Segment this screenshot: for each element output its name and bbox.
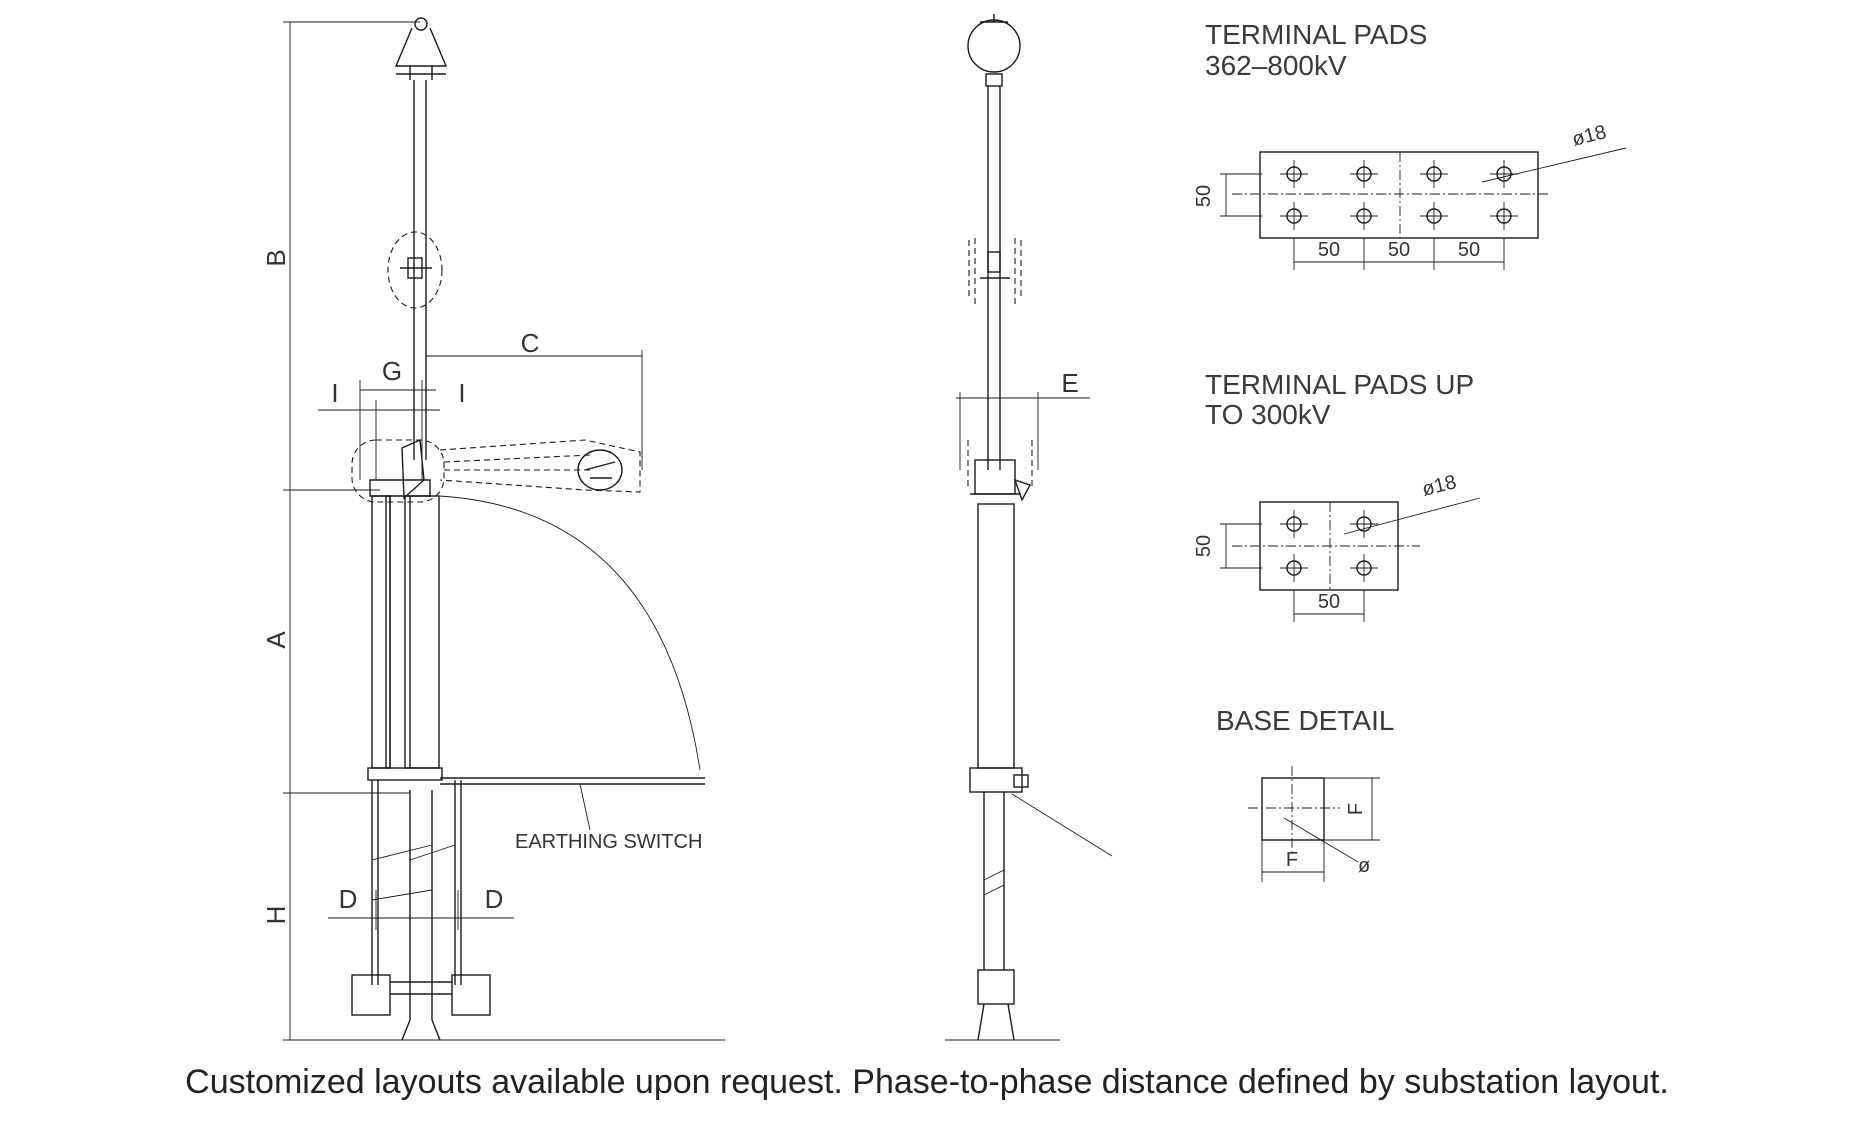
terminal-pads-high: TERMINAL PADS 362–800kV ø18 50 50 50 50 <box>1193 19 1627 270</box>
dim-i-left-label: I <box>331 378 338 408</box>
pads-high-height-label: 50 <box>1193 185 1215 207</box>
base-detail-hole-label: ø <box>1358 855 1370 877</box>
dim-g-label: G <box>382 356 402 386</box>
hole-grid-high <box>1280 160 1518 230</box>
pads-high-title-1: TERMINAL PADS <box>1205 19 1427 50</box>
top-terminal <box>394 17 448 80</box>
base-detail-title: BASE DETAIL <box>1216 705 1394 736</box>
side-view: B A H C G I I <box>261 17 725 1041</box>
dim-c-label: C <box>521 328 540 358</box>
pads-high-hole-label: ø18 <box>1570 121 1609 151</box>
dim-e-label: E <box>1061 368 1078 398</box>
dim-a-label: A <box>261 631 291 649</box>
base-detail-f-vertical: F <box>1345 803 1367 815</box>
dim-h-label: H <box>261 906 291 925</box>
pads-low-title-2: TO 300kV <box>1205 399 1331 430</box>
dim-d-left-label: D <box>339 884 358 914</box>
terminal-pads-low: TERMINAL PADS UP TO 300kV ø18 50 50 <box>1193 369 1481 622</box>
pads-low-title-1: TERMINAL PADS UP <box>1205 369 1474 400</box>
pads-low-height-label: 50 <box>1193 535 1215 557</box>
pads-low-spacing-label: 50 <box>1318 591 1340 613</box>
dim-b-label: B <box>261 249 291 266</box>
pads-high-spacing-3: 50 <box>1458 239 1480 261</box>
base-detail: BASE DETAIL F F ø <box>1216 705 1394 882</box>
base-detail-f-horizontal: F <box>1286 849 1298 871</box>
pads-high-title-2: 362–800kV <box>1205 50 1347 81</box>
footer-note: Customized layouts available upon reques… <box>185 1063 1669 1101</box>
earthing-switch-label: EARTHING SWITCH <box>515 831 702 853</box>
pads-high-spacing-1: 50 <box>1318 239 1340 261</box>
dim-i-right-label: I <box>458 378 465 408</box>
dim-d-right-label: D <box>485 884 504 914</box>
pads-high-spacing-2: 50 <box>1388 239 1410 261</box>
pads-low-hole-label: ø18 <box>1420 471 1459 501</box>
front-view: E <box>945 14 1113 1041</box>
